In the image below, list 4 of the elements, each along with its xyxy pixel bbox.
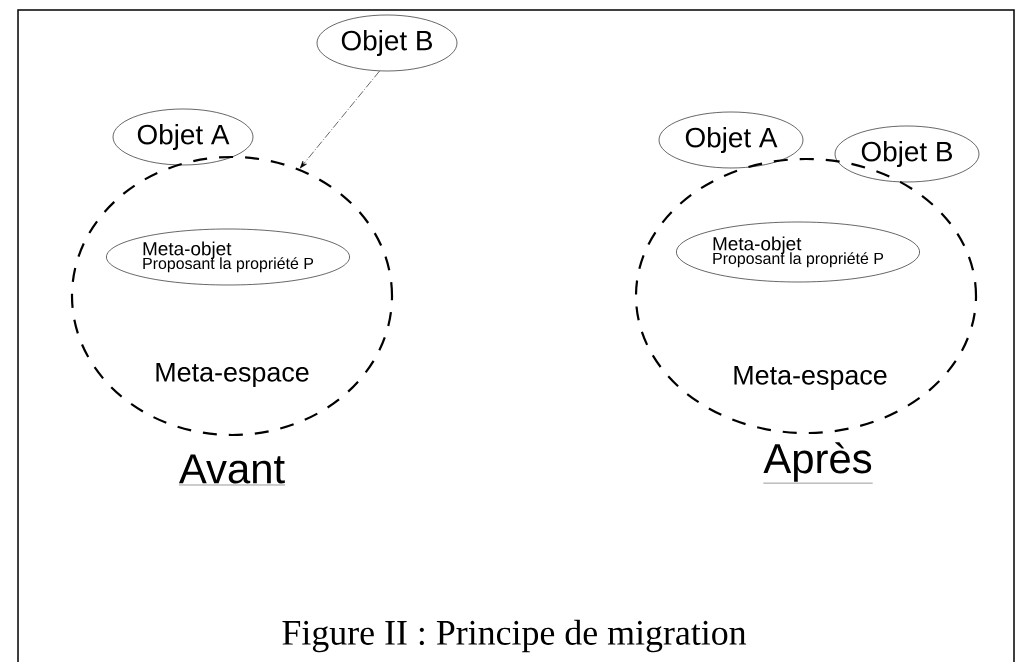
caption: Figure II : Principe de migration [282,619,747,653]
arrow [299,70,380,169]
panel-label: Après [763,442,873,484]
panel-label: Avant [178,454,286,486]
